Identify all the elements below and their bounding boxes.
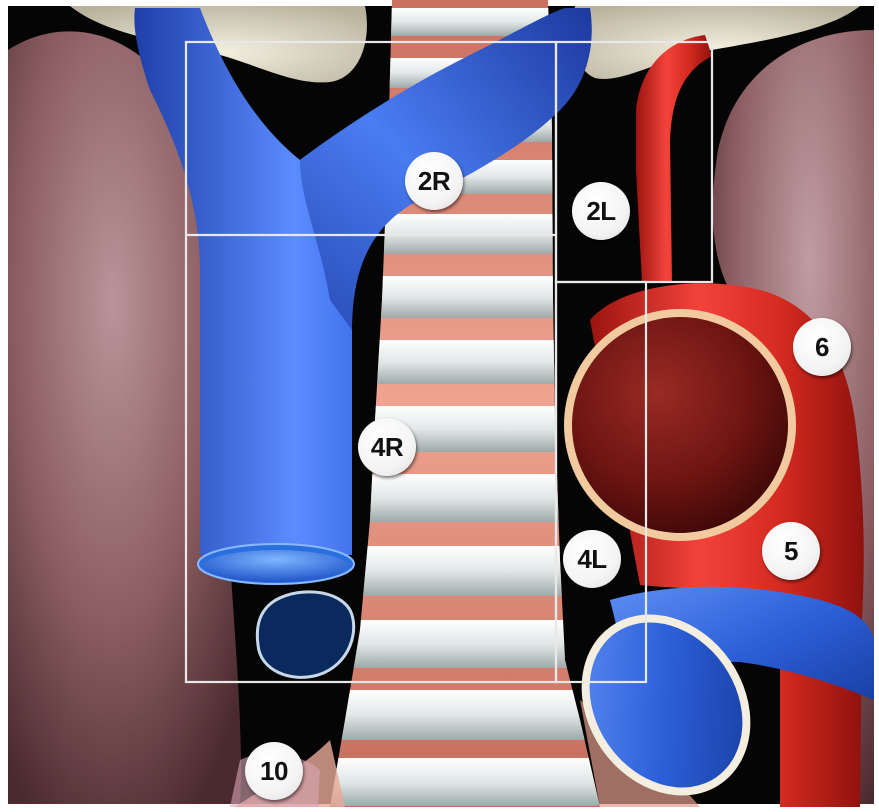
station-label-4r: 4R [358, 418, 416, 476]
station-label-4l: 4L [563, 530, 621, 588]
station-label-5: 5 [762, 522, 820, 580]
station-label-2l: 2L [572, 182, 630, 240]
station-label-2r: 2R [405, 152, 463, 210]
station-label-6: 6 [793, 318, 851, 376]
station-label-10: 10 [245, 742, 303, 800]
aortic-lumen [572, 317, 788, 533]
